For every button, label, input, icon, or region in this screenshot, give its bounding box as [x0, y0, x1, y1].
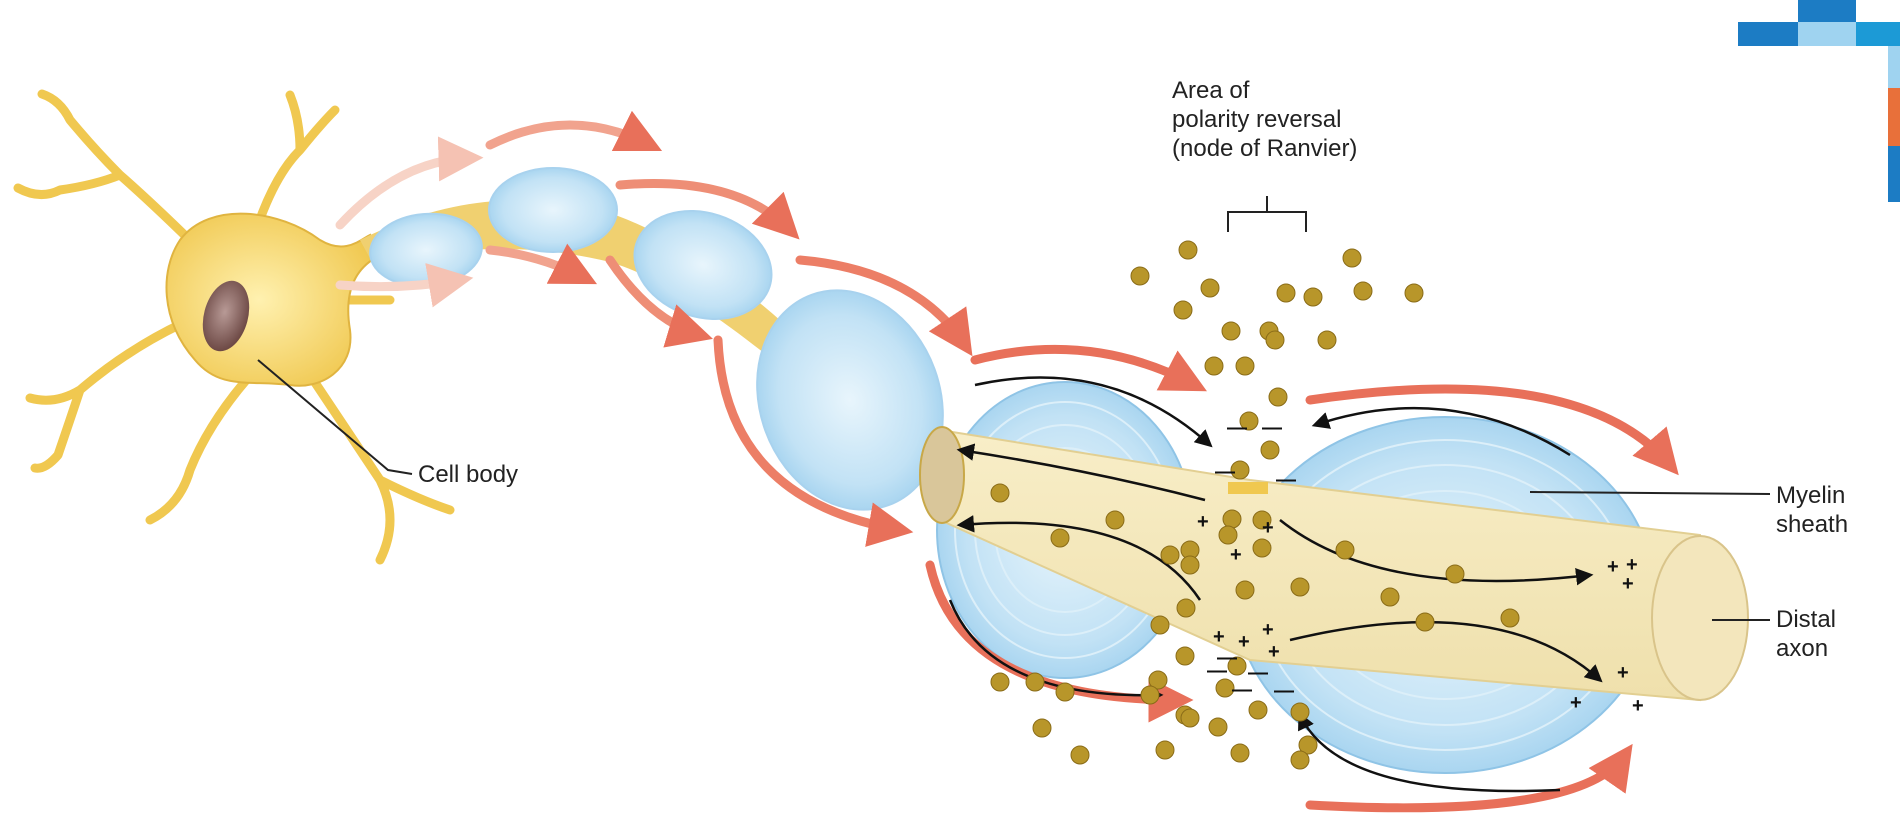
myelin-segments [369, 167, 944, 511]
ranvier-bracket [1227, 196, 1307, 232]
plus-sign: + [1622, 573, 1634, 595]
plus-sign: + [1626, 554, 1638, 576]
label-myelin-sheath: Myelin sheath [1776, 481, 1848, 539]
cell-body-shape [165, 212, 374, 387]
minus-sign: — [1276, 469, 1296, 491]
label-line: Area of [1172, 77, 1250, 104]
label-node-of-ranvier: Area of polarity reversal (node of Ranvi… [1172, 76, 1357, 163]
plus-sign: + [1632, 695, 1644, 717]
minus-sign: — [1207, 660, 1227, 682]
minus-sign: — [1215, 461, 1235, 483]
plus-sign: + [1607, 556, 1619, 578]
plus-sign: + [1213, 626, 1225, 648]
minus-sign: — [1262, 417, 1282, 439]
plus-sign: + [1617, 662, 1629, 684]
plus-sign: + [1262, 517, 1274, 539]
label-line: polarity reversal [1172, 106, 1342, 133]
ions [990, 240, 1520, 770]
minus-sign: — [1232, 679, 1252, 701]
plus-sign: + [1238, 631, 1250, 653]
label-line: Distal [1776, 606, 1837, 633]
label-line: sheath [1776, 511, 1849, 538]
minus-sign: — [1274, 680, 1294, 702]
plus-sign: + [1268, 641, 1280, 663]
leader-lines [257, 359, 1771, 621]
label-line: Myelin [1776, 482, 1846, 509]
plus-sign: + [1197, 511, 1209, 533]
label-cell-body: Cell body [418, 461, 519, 488]
corner-decoration [1738, 0, 1900, 202]
label-line: (node of Ranvier) [1172, 135, 1358, 162]
label-line: axon [1776, 635, 1829, 662]
nucleus-shape [202, 280, 250, 352]
plus-sign: + [1262, 619, 1274, 641]
minus-sign: — [1227, 417, 1247, 439]
minus-sign: — [1248, 662, 1268, 684]
local-current-arrows [948, 376, 1603, 793]
minus-sign: — [1217, 647, 1237, 669]
plus-sign: + [1570, 692, 1582, 714]
plus-sign: + [1230, 544, 1242, 566]
label-distal-axon: Distal axon [1776, 605, 1836, 663]
